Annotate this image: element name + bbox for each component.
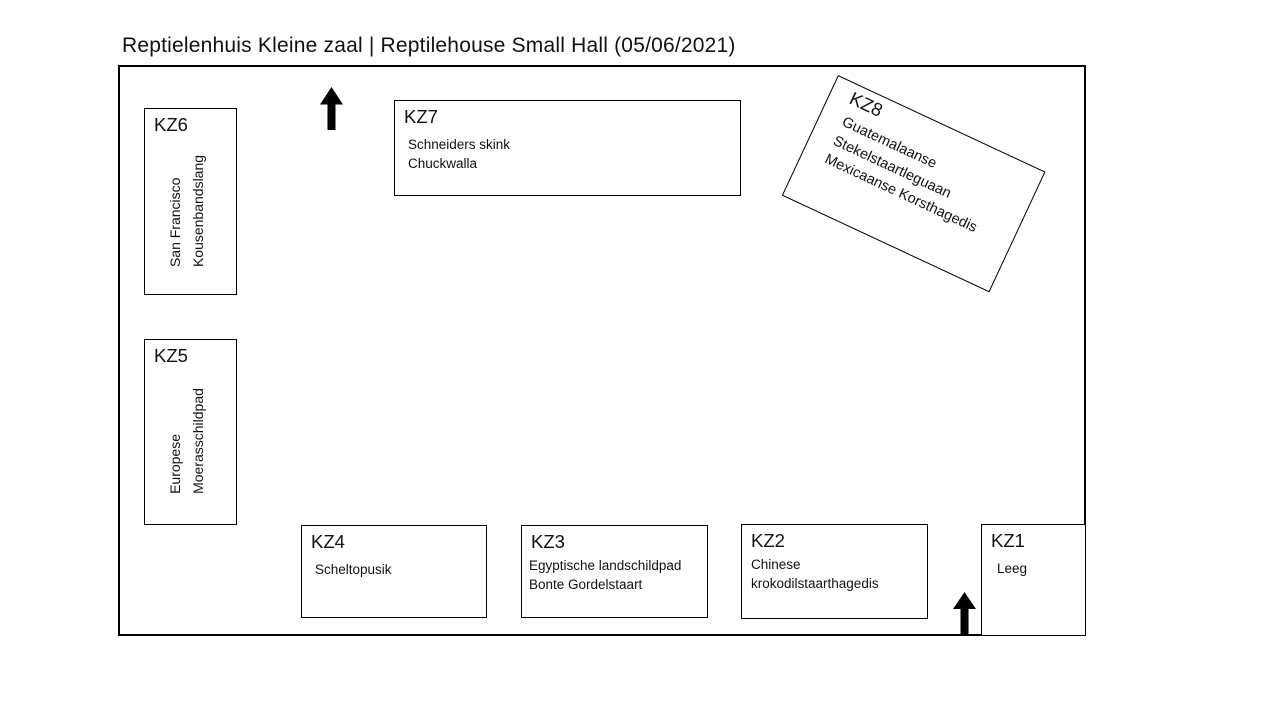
animal-line: Kousenbandslang — [189, 154, 206, 267]
enclosure-kz1-label: KZ1 — [991, 530, 1025, 551]
arrow-up-icon — [953, 592, 976, 634]
enclosure-kz7-animals: Schneiders skink Chuckwalla — [395, 135, 740, 173]
enclosure-kz3: KZ3 Egyptische landschildpad Bonte Gorde… — [521, 525, 708, 618]
enclosure-kz2-animals: Chinese krokodilstaarthagedis — [742, 555, 927, 593]
enclosure-kz6-animals: San Francisco Kousenbandslang — [164, 155, 210, 267]
animal-line: San Francisco — [166, 177, 183, 267]
enclosure-kz2: KZ2 Chinese krokodilstaarthagedis — [741, 524, 928, 619]
animal-line: Moerasschildpad — [189, 388, 206, 495]
enclosure-kz1: KZ1 Leeg — [981, 524, 1086, 636]
enclosure-kz7-label: KZ7 — [404, 106, 438, 127]
animal-line: Leeg — [997, 561, 1028, 576]
animal-line: Chuckwalla — [408, 156, 478, 171]
enclosure-kz6-label: KZ6 — [154, 114, 188, 135]
enclosure-kz3-label: KZ3 — [531, 531, 565, 552]
enclosure-kz4-label: KZ4 — [311, 531, 345, 552]
enclosure-kz4-animals: Scheltopusik — [302, 560, 486, 579]
animal-line: Schneiders skink — [408, 137, 511, 152]
enclosure-kz3-animals: Egyptische landschildpad Bonte Gordelsta… — [522, 556, 707, 594]
enclosure-kz5-label: KZ5 — [154, 345, 188, 366]
animal-line: krokodilstaarthagedis — [751, 576, 879, 591]
enclosure-kz5-animals: Europese Moerasschildpad — [164, 388, 210, 494]
enclosure-kz4: KZ4 Scheltopusik — [301, 525, 487, 618]
arrow-up-icon — [320, 87, 343, 130]
enclosure-kz2-label: KZ2 — [751, 530, 785, 551]
enclosure-kz1-animals: Leeg — [982, 559, 1085, 578]
enclosure-kz5: KZ5 Europese Moerasschildpad — [144, 339, 237, 525]
animal-line: Bonte Gordelstaart — [529, 577, 643, 592]
animal-line: Egyptische landschildpad — [529, 558, 682, 573]
enclosure-kz7: KZ7 Schneiders skink Chuckwalla — [394, 100, 741, 196]
page-title: Reptielenhuis Kleine zaal | Reptilehouse… — [122, 34, 736, 57]
animal-line: Scheltopusik — [315, 562, 392, 577]
animal-line: Europese — [166, 434, 183, 495]
animal-line: Chinese — [751, 557, 801, 572]
enclosure-kz6: KZ6 San Francisco Kousenbandslang — [144, 108, 237, 295]
